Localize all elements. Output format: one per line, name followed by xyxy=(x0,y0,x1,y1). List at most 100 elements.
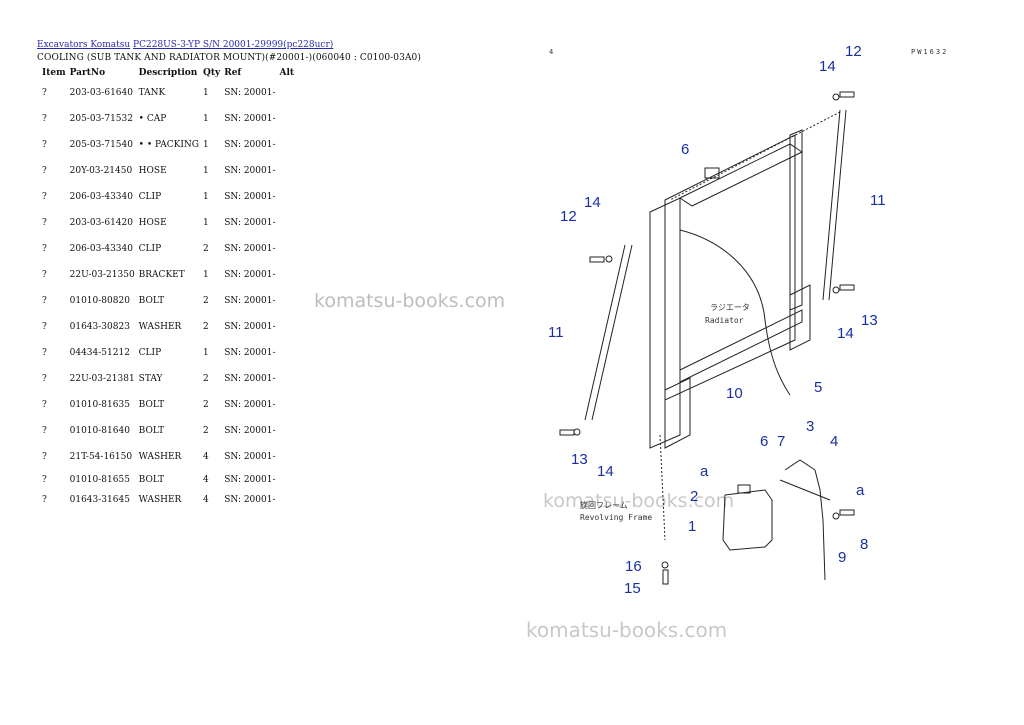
stay-right xyxy=(822,109,841,301)
cell-alt xyxy=(278,340,302,366)
callout-a: a xyxy=(856,482,865,499)
radiator-right-side xyxy=(789,129,803,311)
cell-qty: 1 xyxy=(202,218,209,228)
mount-plate-left xyxy=(664,377,691,449)
cell-ref: SN: 20001- xyxy=(224,218,276,228)
cell-ref: SN: 20001- xyxy=(224,348,276,358)
cell-item: ? xyxy=(42,140,47,150)
cell-partno: 01010-80820 xyxy=(69,296,130,306)
cell-ref: SN: 20001- xyxy=(224,166,276,176)
breadcrumb-link-excavators[interactable]: Excavators Komatsu xyxy=(37,40,131,50)
cell-description: • • PACKING xyxy=(138,140,199,150)
cell-description: CLIP xyxy=(138,192,162,202)
cell-item: ? xyxy=(42,218,47,228)
cell-alt xyxy=(278,210,302,236)
cell-qty: 2 xyxy=(202,400,209,410)
callout-2: 2 xyxy=(690,488,698,505)
callout-15: 15 xyxy=(624,580,641,597)
sub-tank-cap xyxy=(737,484,751,494)
sub-tank xyxy=(722,489,773,551)
callout-a: a xyxy=(700,463,709,480)
cell-alt xyxy=(278,262,302,288)
frame-label-jp: 旋回フレーム xyxy=(580,500,628,510)
col-header-partno: PartNo xyxy=(69,68,106,78)
cell-alt xyxy=(278,132,302,158)
cell-ref: SN: 20001- xyxy=(224,400,276,410)
cell-qty: 1 xyxy=(202,348,209,358)
cell-item: ? xyxy=(42,114,47,124)
diagram-page-number: 4 xyxy=(549,48,554,56)
radiator-top-tank xyxy=(678,143,804,207)
cell-qty: 1 xyxy=(202,140,209,150)
cell-description: BOLT xyxy=(138,296,165,306)
callout-13: 13 xyxy=(861,312,878,329)
watermark: komatsu-books.com xyxy=(526,618,728,642)
cell-alt xyxy=(278,366,302,392)
callout-5: 5 xyxy=(814,379,822,396)
cell-description: HOSE xyxy=(138,166,167,176)
cell-partno: 01643-31645 xyxy=(69,495,130,505)
callout-6: 6 xyxy=(681,141,689,158)
mount-plate-right xyxy=(789,284,811,351)
cell-partno: 205-03-71540 xyxy=(69,140,133,150)
bracket xyxy=(784,459,826,581)
cell-alt xyxy=(278,470,302,490)
watermark: komatsu-books.com xyxy=(543,490,735,512)
cell-partno: 203-03-61640 xyxy=(69,88,133,98)
cell-qty: 2 xyxy=(202,322,209,332)
cell-ref: SN: 20001- xyxy=(224,495,276,505)
cell-qty: 4 xyxy=(202,452,209,462)
callout-8: 8 xyxy=(860,536,868,553)
cell-description: TANK xyxy=(138,88,166,98)
cell-item: ? xyxy=(42,322,47,332)
callout-13: 13 xyxy=(571,451,588,468)
cell-ref: SN: 20001- xyxy=(224,322,276,332)
callout-9: 9 xyxy=(838,549,846,566)
cell-item: ? xyxy=(42,348,47,358)
table-header-row: Item PartNo Description Qty Ref Alt xyxy=(37,66,302,80)
callout-11: 11 xyxy=(548,324,564,341)
cell-description: • CAP xyxy=(138,114,167,124)
cell-qty: 4 xyxy=(202,475,209,485)
radiator-bottom-tank xyxy=(679,309,803,383)
callout-4: 4 xyxy=(830,433,838,450)
cell-description: STAY xyxy=(138,374,163,384)
cell-partno: 21T-54-16150 xyxy=(69,452,133,462)
cell-ref: SN: 20001- xyxy=(224,114,276,124)
col-header-description: Description xyxy=(138,68,198,78)
cell-ref: SN: 20001- xyxy=(224,244,276,254)
breadcrumb-link-model[interactable]: PC228US-3-YP S/N 20001-29999(pc228ucr) xyxy=(133,40,334,50)
radiator-core xyxy=(664,134,796,401)
cell-qty: 1 xyxy=(202,88,209,98)
cell-description: BOLT xyxy=(138,400,165,410)
radiator-label-jp: ラジエータ xyxy=(710,303,750,312)
callout-14: 14 xyxy=(597,463,614,480)
cell-partno: 01643-30823 xyxy=(69,322,130,332)
cell-alt xyxy=(278,236,302,262)
cell-qty: 1 xyxy=(202,166,209,176)
callout-16: 16 xyxy=(625,558,642,575)
cell-item: ? xyxy=(42,192,47,202)
cell-partno: 206-03-43340 xyxy=(69,244,133,254)
cell-partno: 206-03-43340 xyxy=(69,192,133,202)
cell-alt xyxy=(278,158,302,184)
cell-qty: 2 xyxy=(202,296,209,306)
cell-description: BOLT xyxy=(138,475,165,485)
cell-ref: SN: 20001- xyxy=(224,270,276,280)
cell-qty: 2 xyxy=(202,374,209,384)
callout-6: 6 xyxy=(760,433,768,450)
col-header-item: Item xyxy=(42,68,66,78)
cell-item: ? xyxy=(42,244,47,254)
cell-partno: 01010-81640 xyxy=(69,426,130,436)
cell-partno: 22U-03-21381 xyxy=(69,374,135,384)
